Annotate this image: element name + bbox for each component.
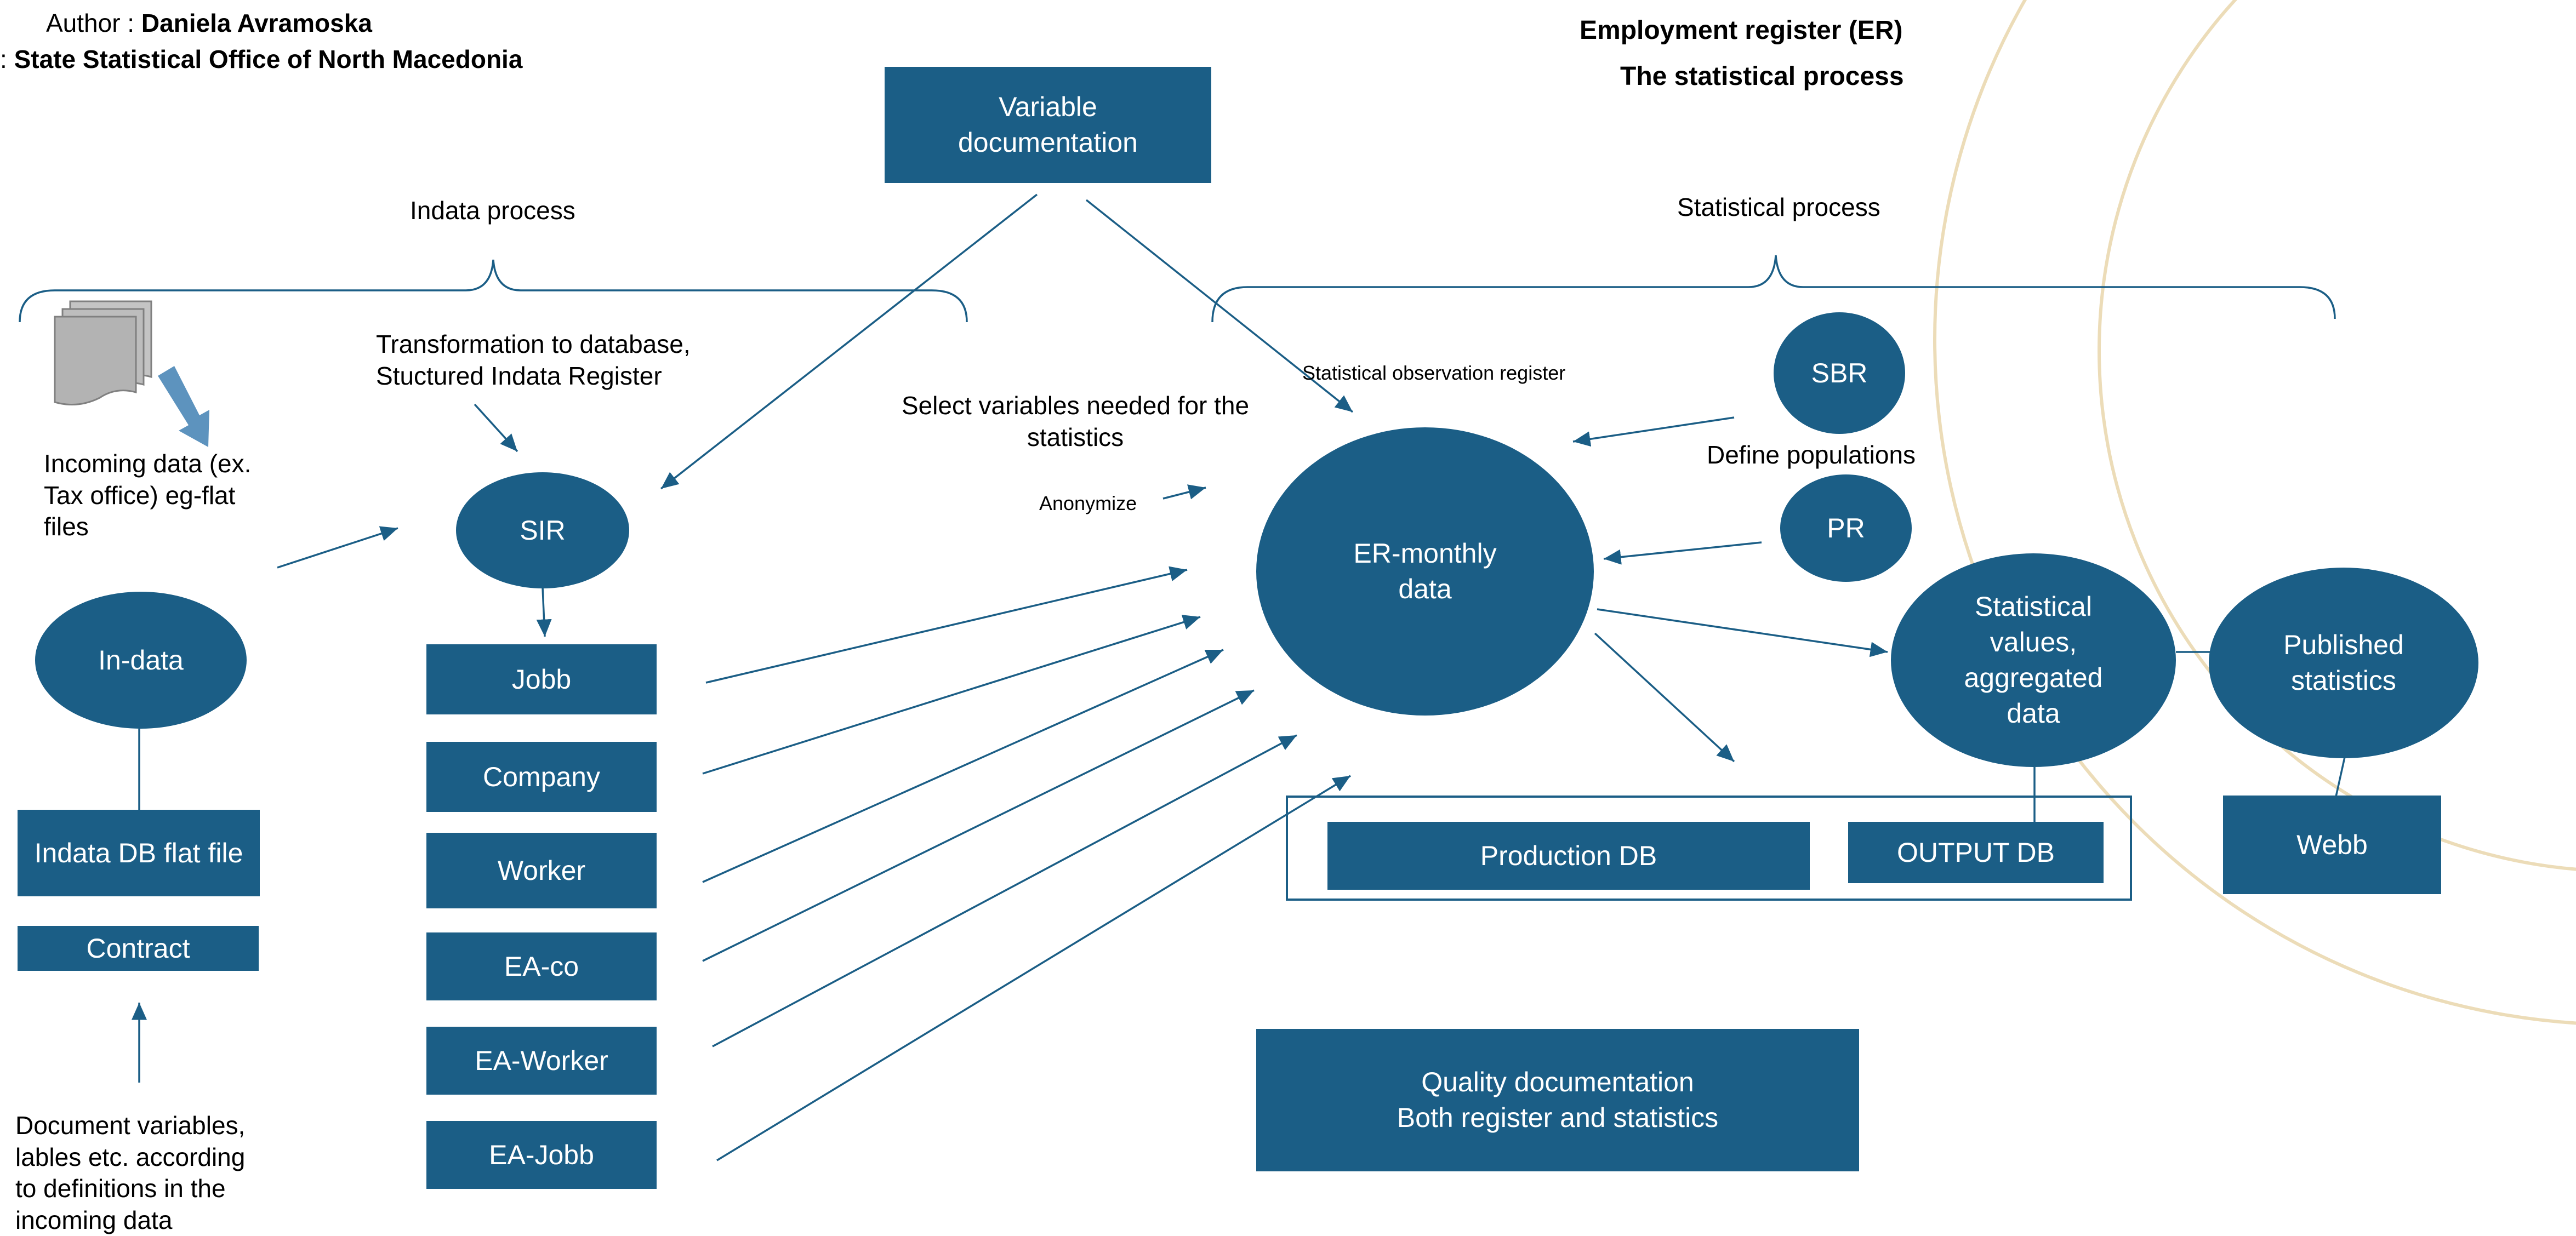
author-name: Daniela Avramoska <box>141 9 372 37</box>
sir-node[interactable]: SIR <box>456 472 629 588</box>
label-transformation: Transformation to database, Stuctured In… <box>376 330 691 390</box>
line-published-to-webb <box>2335 757 2346 797</box>
indata-db-box[interactable]: Indata DB flat file <box>18 810 260 896</box>
jobb-box[interactable]: Jobb <box>426 644 657 714</box>
ea-co-box[interactable]: EA-co <box>426 932 657 1000</box>
production-db-box[interactable]: Production DB <box>1327 822 1810 890</box>
label-statistical-process: Statistical process <box>1677 193 1880 221</box>
output-db-box[interactable]: OUTPUT DB <box>1848 822 2104 883</box>
arrow-pr-to-er <box>1603 541 1762 565</box>
ea-worker-box[interactable]: EA-Worker <box>426 1027 657 1095</box>
label-incoming-data: Incoming data (ex. Tax office) eg-flat f… <box>44 449 252 541</box>
label-statistical-observation-register: Statistical observation register <box>1302 362 1566 384</box>
author-line: Author : Daniela Avramoska <box>46 8 372 39</box>
sbr-node[interactable]: SBR <box>1774 312 1905 434</box>
published-statistics-node[interactable]: Published statistics <box>2209 568 2478 758</box>
label-indata-process: Indata process <box>410 196 575 225</box>
brace-statistical <box>1211 255 2336 323</box>
webb-box[interactable]: Webb <box>2223 796 2441 894</box>
arrow-vardoc-to-er <box>1085 199 1354 413</box>
arrow-eaco-to-er <box>702 689 1255 962</box>
arrow-er-to-stat <box>1597 608 1888 657</box>
arrow-anonymize <box>1162 484 1206 500</box>
author-prefix: Author : <box>46 9 141 37</box>
arrow-sbr-to-er <box>1572 416 1735 447</box>
variable-documentation-box[interactable]: Variable documentation <box>885 67 1211 183</box>
worker-box[interactable]: Worker <box>426 833 657 908</box>
in-data-node[interactable]: In-data <box>35 592 247 729</box>
document-stack-icon <box>54 300 152 405</box>
ea-jobb-box[interactable]: EA-Jobb <box>426 1121 657 1189</box>
pr-node[interactable]: PR <box>1780 474 1912 582</box>
arrow-jobb-to-er <box>705 566 1188 684</box>
statistical-values-node[interactable]: Statistical values, aggregated data <box>1891 553 2176 767</box>
diagram-title: Employment register (ER) <box>1580 16 1903 45</box>
arrow-indata-to-sir <box>277 526 398 569</box>
arrow-er-to-db <box>1594 632 1735 763</box>
company-box[interactable]: Company <box>426 742 657 812</box>
database-frame <box>1286 796 2132 901</box>
label-document-variables: Document variables, lables etc. accordin… <box>15 1111 246 1234</box>
decor-arc-outer <box>1933 0 2576 1025</box>
arrow-transform-to-sir <box>474 403 518 453</box>
label-select-variables: Select variables needed for the statisti… <box>901 391 1250 451</box>
arrow-eajobb-to-er <box>716 775 1351 1161</box>
office-name: State Statistical Office of North Macedo… <box>14 45 523 73</box>
label-anonymize: Anonymize <box>1039 492 1137 514</box>
arrow-company-to-er <box>702 615 1201 775</box>
office-line: : State Statistical Office of North Mace… <box>0 44 522 76</box>
arrow-vardoc-to-sir <box>660 193 1038 490</box>
label-define-populations: Define populations <box>1707 440 1916 469</box>
er-monthly-node[interactable]: ER-monthly data <box>1256 427 1594 716</box>
diagram-subtitle: The statistical process <box>1620 62 1904 91</box>
quality-documentation-box[interactable]: Quality documentation Both register and … <box>1256 1029 1859 1171</box>
arrow-worker-to-er <box>702 649 1224 883</box>
contract-box[interactable]: Contract <box>18 926 259 971</box>
office-prefix: : <box>0 45 14 73</box>
arrow-eaworker-to-er <box>712 734 1297 1048</box>
download-arrow-icon <box>158 366 209 447</box>
brace-indata <box>19 259 968 323</box>
arrow-sir-to-jobb <box>536 587 552 637</box>
decor-arc-inner <box>2098 0 2576 871</box>
